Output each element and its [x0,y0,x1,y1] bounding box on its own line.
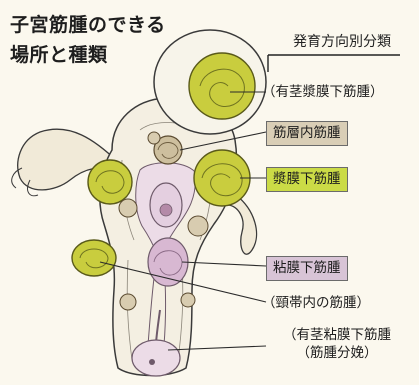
birthing-fibroid [132,340,180,376]
label-subserosal: 漿膜下筋腫 [266,167,348,192]
label-pedunculated-submucosal: （有茎粘膜下筋腫 （筋腫分娩） [262,326,412,362]
pedunculated-subserosal-fibroid [189,53,255,119]
small-fibroid-4 [120,294,136,310]
label-pedunculated-subserosal: （有茎漿膜下筋腫） [262,83,384,101]
small-fibroid-2 [188,216,208,236]
cervical-fibroid [72,240,116,276]
small-fibroid-5 [181,293,195,307]
left-subserosal-fibroid [88,160,132,204]
submucosal-fibroid-core [160,204,172,216]
classification-caption: 発育方向別分類 [268,31,416,51]
small-fibroid-3 [148,132,160,144]
label-submucosal: 粘膜下筋腫 [266,256,348,281]
label-pedunculated-submucosal-line-1: （有茎粘膜下筋腫 [262,326,412,344]
caption-bracket [268,55,400,72]
diagram-title-line-1: 子宮筋腫のできる [10,10,166,37]
label-pedunculated-submucosal-line-2: （筋腫分娩） [262,344,412,362]
small-fibroid-1 [119,199,137,217]
label-intramural: 筋層内筋腫 [266,121,348,146]
birthing-fibroid-core [149,359,155,365]
diagram-title-line-2: 場所と種類 [10,40,108,67]
label-cervical: （頸帯内の筋腫） [262,294,370,312]
